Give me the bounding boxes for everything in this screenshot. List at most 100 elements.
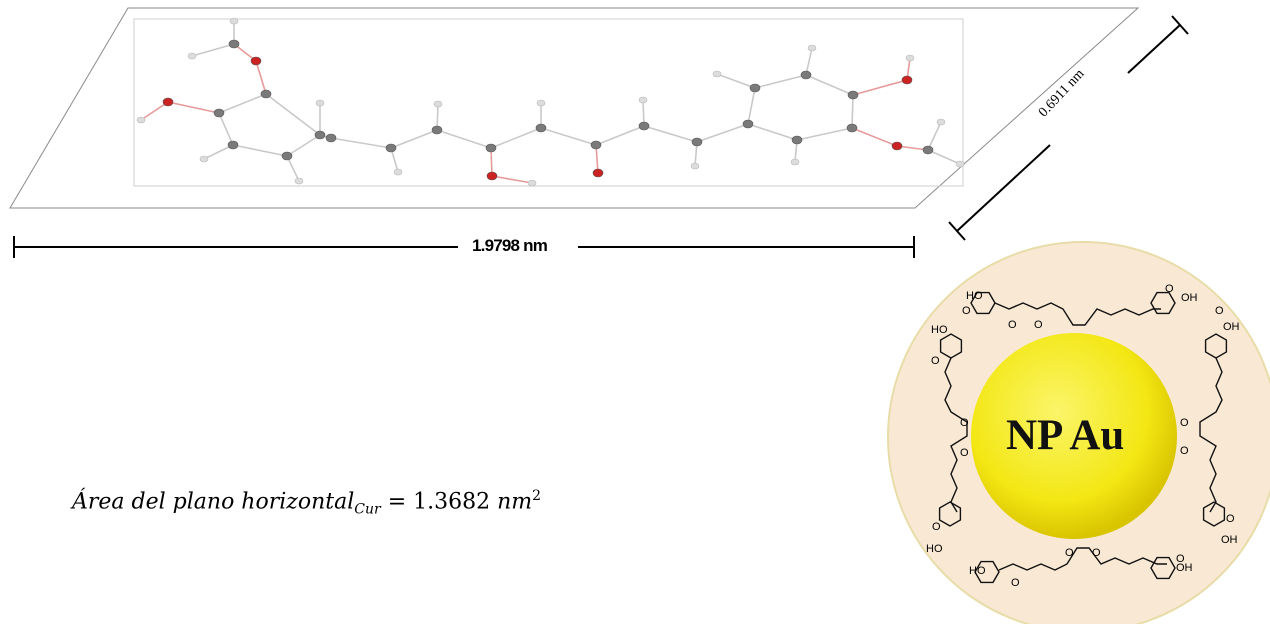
nanoparticle-label: NP Au xyxy=(1006,412,1125,459)
carbon-atom xyxy=(847,90,859,100)
bond xyxy=(796,127,853,141)
carbon-atom xyxy=(485,143,497,153)
carbon-atom xyxy=(228,39,240,49)
label-o: O xyxy=(931,355,940,367)
bond xyxy=(851,94,854,129)
bond xyxy=(927,121,942,151)
ligand-ring xyxy=(938,501,962,527)
hydrogen-atom xyxy=(955,160,965,168)
bond xyxy=(436,103,439,131)
horizontal-plane xyxy=(9,7,1140,209)
bond xyxy=(805,47,813,76)
hydrogen-atom xyxy=(790,158,800,166)
bond xyxy=(747,123,798,141)
hydrogen-atom xyxy=(690,162,700,170)
area-equation-subscript: Cur xyxy=(354,501,381,518)
oxygen-atom xyxy=(901,75,913,85)
hydrogen-atom xyxy=(712,70,722,78)
bond xyxy=(747,87,756,125)
bond xyxy=(696,123,749,143)
bond xyxy=(927,149,961,165)
bond xyxy=(643,125,698,143)
label-ho: HO xyxy=(969,565,986,577)
label-o: O xyxy=(1065,547,1074,559)
hydrogen-atom xyxy=(905,54,915,62)
ligand-ring xyxy=(974,560,1000,584)
carbon-atom xyxy=(800,70,812,80)
bond xyxy=(286,155,300,182)
label-oh: OH xyxy=(1221,534,1238,546)
bond xyxy=(232,144,288,157)
ligand-ring xyxy=(1150,556,1176,580)
bond xyxy=(851,127,898,147)
carbon-atom xyxy=(260,89,272,99)
ligand-chain xyxy=(994,302,1161,326)
bond xyxy=(595,144,599,174)
hydrogen-atom xyxy=(199,155,209,163)
hydrogen-atom xyxy=(187,52,197,60)
oxygen-atom xyxy=(162,97,174,107)
area-equation-name: Área del plano horizontal xyxy=(72,489,355,515)
gold-core xyxy=(971,333,1177,539)
bond xyxy=(595,125,645,146)
label-o: O xyxy=(962,305,971,317)
hydrogen-atom xyxy=(294,177,304,185)
oxygen-atom xyxy=(891,141,903,151)
label-ho: HO xyxy=(931,324,948,336)
bond xyxy=(218,112,234,146)
width-dimension-line xyxy=(948,15,1189,241)
ligand-chain xyxy=(1199,357,1223,513)
carbon-atom xyxy=(535,123,547,133)
hydrogen-atom xyxy=(315,99,325,107)
label-o: O xyxy=(1226,513,1235,525)
hydrogen-atom xyxy=(807,44,817,52)
area-equation-equals: = xyxy=(387,489,407,515)
ligand-ring xyxy=(970,291,996,315)
molecule-bonds xyxy=(140,21,961,184)
bond xyxy=(286,134,321,157)
area-equation: Área del plano horizontalCur = 1.3682 nm… xyxy=(72,488,541,518)
bond xyxy=(805,74,854,96)
bond xyxy=(140,101,169,121)
length-dimension-label: 1.9798 nm xyxy=(466,236,554,256)
carbon-atom xyxy=(314,130,326,140)
label-o: O xyxy=(932,521,941,533)
ligand-atom-labels: HO HO HO HO OH OH OH OH O O O O O O O O … xyxy=(926,283,1240,589)
oxygen-atom xyxy=(592,168,604,178)
label-o: O xyxy=(1034,319,1043,331)
ligand-ring xyxy=(1202,501,1226,527)
molecule-bounding-box xyxy=(133,18,964,187)
bond xyxy=(436,129,492,149)
area-equation-unit: nm xyxy=(497,489,533,515)
label-ho: HO xyxy=(926,543,943,555)
label-o: O xyxy=(1176,553,1185,565)
carbon-atom xyxy=(281,151,293,161)
bond xyxy=(490,147,493,177)
length-dimension-line xyxy=(13,236,915,258)
bond xyxy=(255,60,267,95)
bond xyxy=(491,175,533,184)
oxygen-atom xyxy=(486,171,498,181)
label-o: O xyxy=(1008,319,1017,331)
ligand-chain xyxy=(998,547,1167,571)
carbon-atom xyxy=(385,143,397,153)
bond xyxy=(203,144,234,160)
carbon-atom xyxy=(922,145,934,155)
ligand-ring xyxy=(1204,333,1228,359)
bond xyxy=(540,127,597,146)
carbon-atom xyxy=(227,140,239,150)
bond xyxy=(754,74,807,89)
hydrogen-atom xyxy=(393,168,403,176)
bond xyxy=(390,129,438,149)
bond xyxy=(490,127,542,149)
carbon-atom xyxy=(846,123,858,133)
bond xyxy=(852,79,908,96)
ligand-ring xyxy=(1150,291,1176,315)
label-o: O xyxy=(1180,445,1189,457)
hydrogen-atom xyxy=(229,17,239,25)
label-o: O xyxy=(1011,577,1020,589)
bond xyxy=(642,99,645,127)
label-o: O xyxy=(1215,305,1224,317)
bond xyxy=(716,73,756,89)
